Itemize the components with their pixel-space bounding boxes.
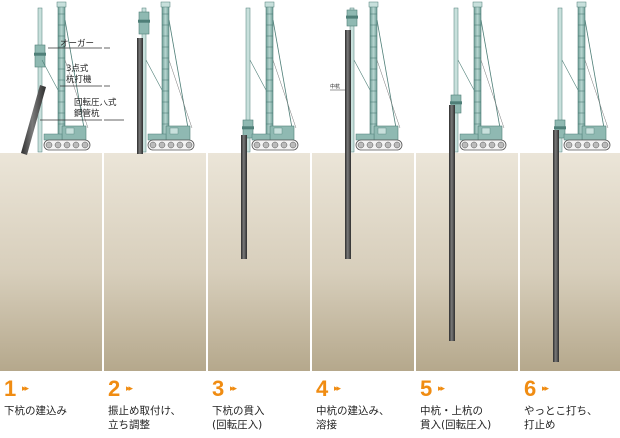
step-6: 6 ▸▸ やっとこ打ち、 打止め xyxy=(520,378,620,438)
label-driver-2: 杭打機 xyxy=(66,74,92,85)
step-caption: 下杭の貫入 (回転圧入) xyxy=(212,405,265,431)
step-number: 2 xyxy=(108,376,121,401)
step-number: 1 xyxy=(4,376,17,401)
pile-driver-rig-3 xyxy=(242,1,299,153)
step-5: 5 ▸▸ 中杭・上杭の 貫入(回転圧入) xyxy=(416,378,519,438)
pile-step-6 xyxy=(553,130,559,362)
arrow-icon: ▸▸ xyxy=(334,384,341,394)
step-caption: 振止め取付け、 立ち調整 xyxy=(108,405,181,431)
step-number: 3 xyxy=(212,376,225,401)
ground-panel-1 xyxy=(0,153,102,371)
ground-panel-3 xyxy=(208,153,310,371)
arrow-icon: ▸▸ xyxy=(22,384,29,394)
step-caption: 中杭・上杭の 貫入(回転圧入) xyxy=(420,405,492,431)
step-number: 5 xyxy=(420,376,433,401)
pile-driver-rig-5 xyxy=(450,1,507,153)
step-2: 2 ▸▸ 振止め取付け、 立ち調整 xyxy=(104,378,207,438)
annotations-step-4: 中杭 xyxy=(330,83,346,91)
label-middle-pile: 中杭 xyxy=(330,83,340,90)
pile-step-5 xyxy=(449,105,455,341)
pile-step-4-middle xyxy=(345,30,351,145)
ground-panel-6 xyxy=(520,153,620,371)
step-3: 3 ▸▸ 下杭の貫入 (回転圧入) xyxy=(208,378,311,438)
pile-step-2 xyxy=(137,38,143,154)
label-auger: オーガー xyxy=(60,38,94,49)
ground-panel-5 xyxy=(416,153,518,371)
label-driver-1: 3点式 xyxy=(66,63,89,74)
step-caption: やっとこ打ち、 打止め xyxy=(524,405,598,431)
step-4: 4 ▸▸ 中杭の建込み、 溶接 xyxy=(312,378,415,438)
piles xyxy=(21,30,559,362)
annotations-step-1: オーガー 3点式 杭打機 回転圧入式 鋼管杭 xyxy=(40,38,124,121)
pile-step-4-lower xyxy=(345,145,351,259)
dividers xyxy=(102,0,520,372)
step-caption: 下杭の建込み xyxy=(4,405,67,417)
pile-step-3 xyxy=(241,135,247,259)
step-number: 4 xyxy=(316,376,329,401)
ground-panels xyxy=(0,153,620,371)
arrow-icon: ▸▸ xyxy=(230,384,237,394)
arrow-icon: ▸▸ xyxy=(542,384,549,394)
pile-driver-rig-6 xyxy=(554,1,611,153)
arrow-icon: ▸▸ xyxy=(126,384,133,394)
ground-panel-2 xyxy=(104,153,206,371)
pile-driver-rig-1 xyxy=(34,1,91,153)
pile-driver-rig-2 xyxy=(138,1,195,153)
pile-driver-rig-4 xyxy=(346,1,403,153)
step-caption: 中杭の建込み、 溶接 xyxy=(316,405,390,431)
rigs xyxy=(34,1,611,153)
step-1: 1 ▸▸ 下杭の建込み xyxy=(0,378,103,438)
label-pile-1: 回転圧入式 xyxy=(74,97,117,108)
step-number: 6 xyxy=(524,376,537,401)
label-pile-2: 鋼管杭 xyxy=(74,108,100,119)
ground-panel-4 xyxy=(312,153,414,371)
arrow-icon: ▸▸ xyxy=(438,384,445,394)
pile-step-1 xyxy=(21,85,46,155)
